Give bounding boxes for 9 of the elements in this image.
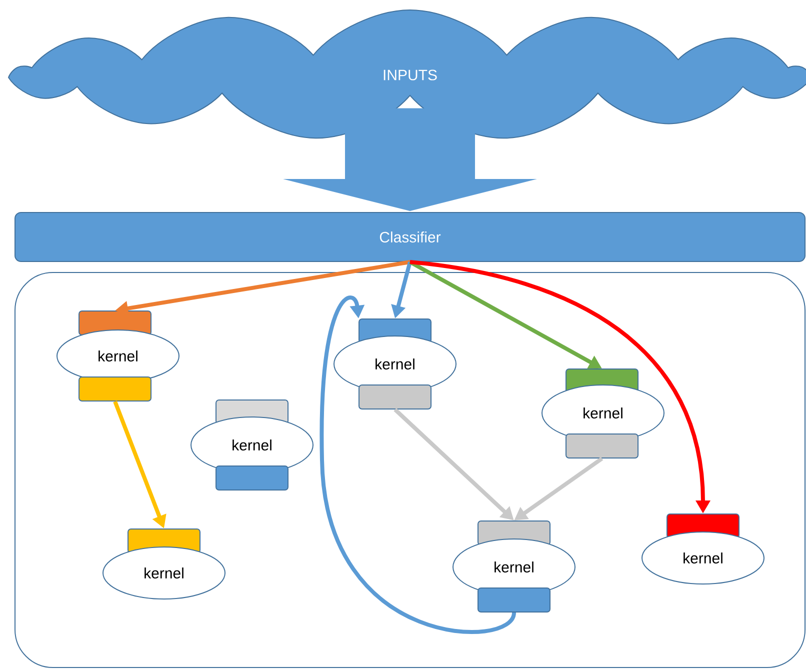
panel-frame <box>14 272 806 668</box>
port-box <box>566 434 638 458</box>
port-box <box>78 376 152 402</box>
classifier-bar: Classifier <box>14 212 806 262</box>
port-box <box>478 588 550 612</box>
block-arrow <box>283 108 537 211</box>
arrow <box>320 296 516 634</box>
port-box <box>358 384 432 410</box>
port-box <box>216 466 288 490</box>
